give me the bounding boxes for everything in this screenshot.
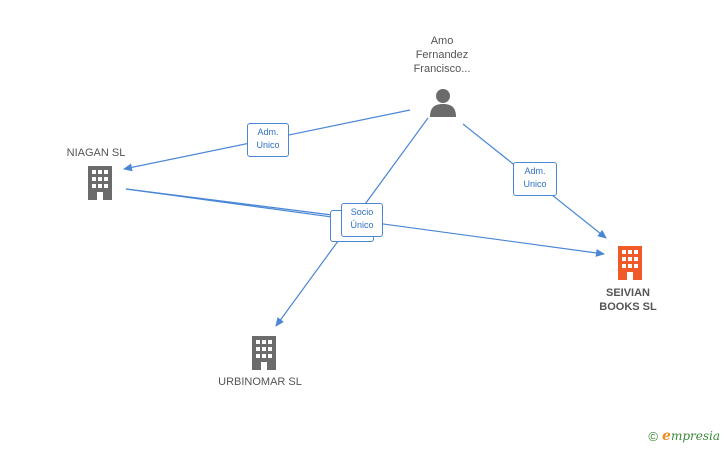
niagan-label[interactable]: NIAGAN SL [66,147,126,159]
building-icon[interactable] [248,336,280,370]
edge-label-line2: Único [350,220,374,230]
seivian-label-line2: BOOKS SL [599,301,657,313]
edge-niagan-urbinomar-short [125,188,341,219]
person-icon[interactable] [429,88,457,118]
seivian-label[interactable]: SEIVIAN BOOKS SL [578,286,678,314]
brand-watermark: © empresia [648,428,720,444]
brand-name: mpresia [670,429,720,443]
copyright-symbol: © [648,428,659,444]
building-icon[interactable] [84,166,116,200]
edge-label-niagan-seivian[interactable]: Socio Único [341,203,383,237]
edge-label-line1: Socio [350,207,374,217]
edge-label-line1: Adm. [257,127,279,137]
person-name-line2: Fernandez [415,49,469,61]
person-name[interactable]: Amo Fernandez Francisco... [390,34,494,76]
person-name-line3: Francisco... [413,63,471,75]
brand-logo: empresia [662,428,720,444]
edge-label-line2: Unico [256,140,280,150]
edge-label-line1: Adm. [524,166,546,176]
person-name-line1: Amo [430,35,454,47]
edge-label-person-niagan[interactable]: Adm. Unico [247,123,289,157]
urbinomar-label[interactable]: URBINOMAR SL [218,376,302,388]
edge-label-line2: Unico [523,179,547,189]
seivian-label-line1: SEIVIAN [605,287,650,299]
building-icon-highlight[interactable] [614,246,646,280]
edge-label-person-seivian[interactable]: Adm. Unico [513,162,557,196]
brand-initial: e [662,428,671,444]
